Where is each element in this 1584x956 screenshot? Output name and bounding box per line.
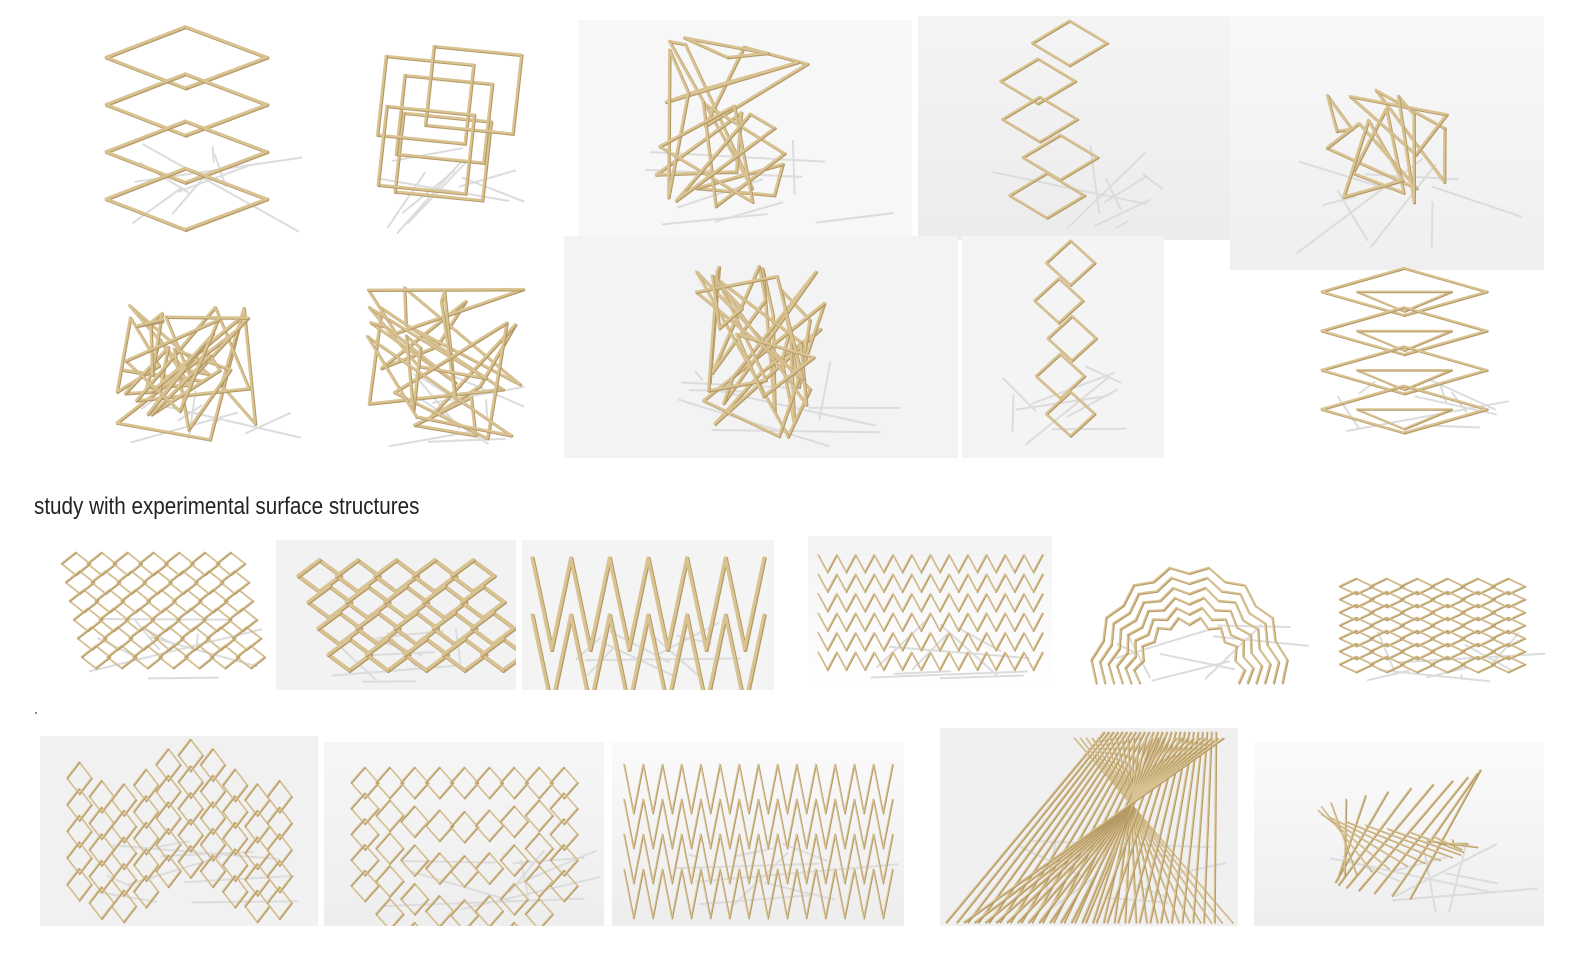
render-wave-lattice [40,736,318,926]
render-zigzag-field [808,536,1052,690]
render-drawing [1338,577,1546,683]
render-lattice-closeup [276,540,516,690]
render-drawing [296,558,516,683]
render-drawing [104,25,303,233]
render-radial-triangles [326,272,564,458]
section-heading: study with experimental surface structur… [34,493,420,520]
render-dense-mesh [68,292,304,458]
render-leaning-cluster [1230,16,1544,270]
render-standing-lattice [1318,560,1546,690]
render-drawing [817,553,1044,680]
render-folded-squares [322,10,572,246]
render-stacked-diamonds [70,10,310,246]
render-drawing [1317,769,1538,913]
render-drawing [677,264,901,448]
render-saddle-lattice [324,742,604,926]
render-triangulated-cluster [578,20,912,236]
stray-mark [35,712,37,714]
render-clustered-triangles [564,236,958,458]
render-drawing [365,286,526,448]
render-drawing [945,731,1234,924]
render-diamond-lattice [40,530,266,690]
render-drawing [66,738,299,924]
render-drawing [375,44,525,234]
render-drawing [350,766,601,926]
render-vertical-assembly [962,236,1164,458]
render-symmetric-tower [1286,262,1522,458]
render-zigzag-closeup [522,540,774,690]
render-arched-shell [1066,544,1312,690]
render-drawing [115,304,301,444]
render-ridged-lattice [612,742,904,926]
render-drawing [623,763,899,920]
render-stacked-tower [918,16,1230,240]
render-twisted-lattice [1254,742,1544,926]
render-drawing [530,556,767,690]
render-drawing [645,36,894,226]
render-drawing [1320,266,1509,435]
render-drawing [1295,88,1522,255]
render-drawing [60,551,266,680]
render-drawing [1090,566,1309,685]
render-fan-lattice [940,728,1238,926]
render-drawing [992,19,1164,229]
render-drawing [1001,239,1127,446]
